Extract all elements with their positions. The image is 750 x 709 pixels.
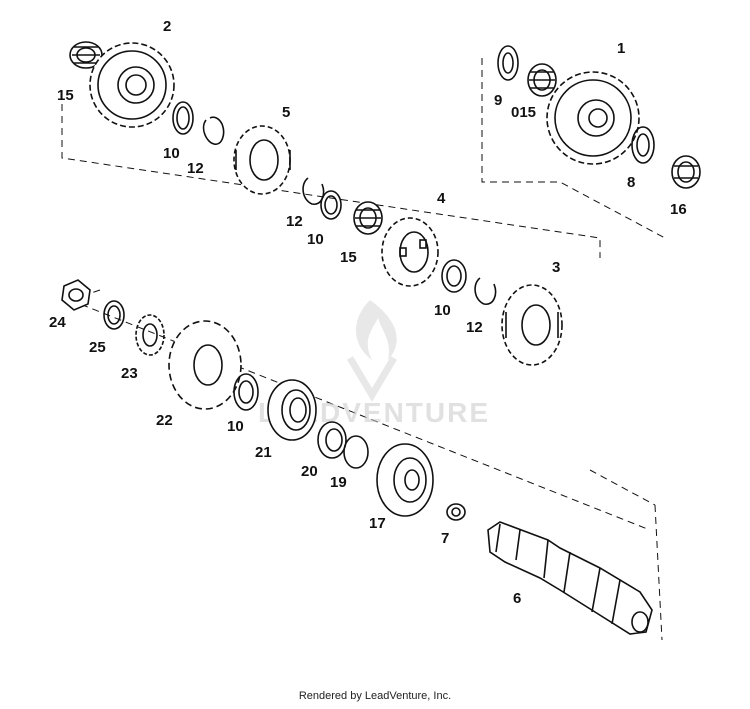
- needle-bearing-15-mid: [353, 201, 383, 235]
- callout-17: 17: [369, 515, 386, 532]
- callout-24: 24: [49, 314, 66, 331]
- gear-3: [501, 284, 563, 366]
- needle-bearing-015: [527, 63, 557, 97]
- washer-9: [497, 45, 519, 81]
- washer-8: [631, 126, 655, 164]
- circlip-12-a: [202, 116, 225, 145]
- gear-1: [546, 71, 640, 165]
- callout-25: 25: [89, 339, 106, 356]
- sprocket-22: [168, 320, 242, 410]
- callout-15-a: 15: [57, 87, 74, 104]
- callout-9: 9: [494, 92, 502, 109]
- callout-22: 22: [156, 412, 173, 429]
- washer-10-d: [233, 373, 259, 411]
- callout-12-a: 12: [187, 160, 204, 177]
- spacer-25: [103, 300, 125, 330]
- callout-10-a: 10: [163, 145, 180, 162]
- callout-10-b: 10: [307, 231, 324, 248]
- bearing-17: [376, 443, 434, 517]
- callout-labels: 1 2 3 4 5 6 7 8 9 015 10 10 10 10 12 12 …: [49, 18, 687, 607]
- collar-20: [317, 421, 347, 459]
- footer-credit: Rendered by LeadVenture, Inc.: [298, 690, 452, 702]
- callout-8: 8: [627, 174, 635, 191]
- needle-bearing-15-top: [69, 41, 103, 69]
- callout-23: 23: [121, 365, 138, 382]
- callout-2: 2: [163, 18, 171, 35]
- callout-7: 7: [441, 530, 449, 547]
- callout-015: 015: [511, 104, 536, 121]
- gear-2: [89, 42, 175, 128]
- callout-4: 4: [437, 190, 446, 207]
- callout-15-b: 15: [340, 249, 357, 266]
- plug-7: [446, 503, 466, 521]
- nut-24: [61, 279, 91, 311]
- circlip-12-c: [474, 277, 497, 305]
- lock-washer-23: [135, 314, 165, 356]
- callout-16: 16: [670, 201, 687, 218]
- callout-1: 1: [617, 40, 625, 57]
- mainshaft-6: [487, 521, 653, 635]
- callout-3: 3: [552, 259, 560, 276]
- callout-12-b: 12: [286, 213, 303, 230]
- gear-4: [381, 217, 439, 287]
- bearing-21: [267, 379, 317, 441]
- o-ring-19: [343, 435, 369, 469]
- callout-12-c: 12: [466, 319, 483, 336]
- circlip-12-b: [302, 177, 325, 205]
- callout-20: 20: [301, 463, 318, 480]
- washer-10-c: [441, 259, 467, 293]
- washer-10-b: [320, 190, 342, 220]
- gear-5: [233, 125, 291, 195]
- callout-6: 6: [513, 590, 521, 607]
- callout-19: 19: [330, 474, 347, 491]
- callout-10-c: 10: [434, 302, 451, 319]
- callout-10-d: 10: [227, 418, 244, 435]
- washer-10-a: [172, 101, 194, 135]
- callout-5: 5: [282, 104, 290, 121]
- needle-bearing-16: [671, 155, 701, 189]
- callout-21: 21: [255, 444, 272, 461]
